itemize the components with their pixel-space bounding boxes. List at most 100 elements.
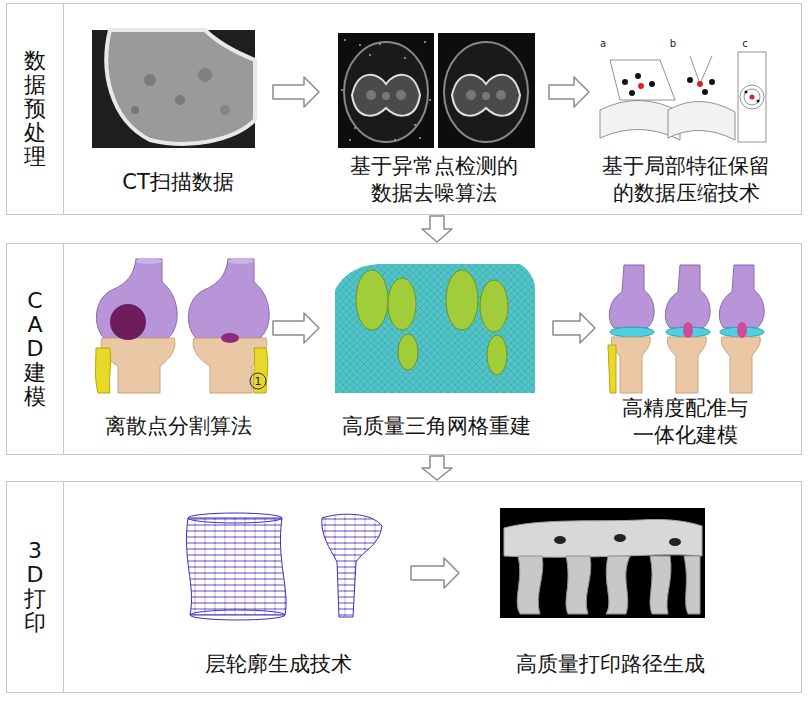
knee-model-part (193, 338, 267, 393)
stage-title: 数据预处理 (24, 49, 46, 170)
stage-panel: 3D打印层轮廓生成技术 高质量打印路径生成 (6, 481, 802, 693)
ct-scan-image-part (131, 106, 139, 114)
block-arrow (422, 456, 452, 480)
compression-sketch-part (610, 60, 675, 100)
noisy-ct-slice (338, 33, 434, 148)
stage-title: CAD建模 (24, 289, 46, 410)
knee-model-part (136, 258, 162, 264)
step-caption: 基于异常点检测的 数据去噪算法 (345, 153, 524, 208)
ct-scan-image-part (92, 30, 255, 148)
triangle-mesh-part (335, 264, 535, 393)
compression-sketch-part (744, 89, 760, 105)
noisy-ct-slice-part (354, 127, 356, 129)
block-arrow (553, 313, 595, 343)
ct-scan-image-part (198, 68, 212, 82)
compression-sketch-part (649, 81, 655, 87)
noisy-ct-slice-part (404, 57, 406, 59)
noisy-ct-slice-part (394, 139, 396, 141)
registered-knee-part (719, 265, 764, 328)
step-caption: 高精度配准与 一体化建模 (617, 395, 754, 450)
printed-scaffold-part (554, 536, 566, 544)
triangle-mesh-part (480, 280, 508, 332)
step-caption: 高质量三角网格重建 (322, 413, 550, 440)
printed-scaffold-part (504, 519, 702, 557)
registered-knee-part (611, 337, 650, 393)
process-step: CT扫描数据 (86, 17, 270, 200)
ct-scan-image-part (144, 74, 156, 86)
noisy-ct-slice-part (352, 75, 420, 116)
registered-knee (608, 265, 654, 393)
registered-knee (719, 265, 764, 393)
registered-knee-part (610, 327, 654, 337)
printed-scaffold-part (606, 556, 630, 614)
denoised-ct-slice-part (438, 33, 535, 148)
ct-scan-image-part (175, 95, 185, 105)
process-step: 高精度配准与 一体化建模 (598, 253, 772, 454)
compression-sketch-part (635, 73, 641, 79)
registered-knee-part (737, 322, 747, 338)
stage-title: 3D打印 (24, 539, 46, 636)
triangle-mesh-part (446, 270, 478, 330)
figure-label: a (600, 39, 606, 49)
step-caption: 基于局部特征保留 的数据压缩技术 (597, 153, 776, 208)
knee-model (96, 258, 178, 393)
denoised-ct-slice-part-part (452, 75, 520, 116)
compression-sketch-part (745, 91, 748, 94)
stage-panel: CAD建模离散点分割算法 高质量三角网格重建 高精度配准与 一体化建模 (6, 243, 802, 455)
compression-sketch-part (690, 56, 712, 84)
compression-sketch-part (697, 81, 703, 87)
layer-contours-part (186, 518, 286, 615)
denoised-ct-slice-part-part (496, 90, 506, 100)
layer-contours-part (190, 610, 285, 620)
registered-knee-part (665, 265, 710, 328)
ct-scan-image-part (106, 30, 255, 144)
printed-scaffold-part (650, 556, 671, 614)
block-arrow (549, 77, 589, 107)
noisy-ct-slice-part (349, 139, 351, 141)
knee-model-part (188, 259, 269, 338)
knee-model-part (250, 373, 266, 389)
step-caption: 高质量打印路径生成 (462, 651, 758, 678)
compression-sketch-part (750, 95, 755, 100)
compression-sketch-part (709, 79, 715, 85)
compression-sketch-part (687, 77, 693, 83)
registered-knee-part (609, 265, 654, 328)
noisy-ct-slice-part (419, 137, 421, 139)
registered-knee (665, 265, 710, 393)
printed-scaffold-part (566, 556, 591, 614)
knee-model-part (228, 258, 254, 264)
ct-scan-image-part (220, 105, 230, 115)
process-step: 基于局部特征保留 的数据压缩技术 (592, 17, 780, 212)
triangle-mesh-part (487, 335, 507, 375)
registered-knee-part (683, 322, 693, 338)
compression-sketch-part (638, 83, 644, 89)
figure-label: 1 (255, 376, 262, 387)
process-step: 高质量打印路径生成 (462, 501, 758, 682)
printed-scaffold-part (614, 534, 626, 542)
noisy-ct-slice-part-part (382, 92, 390, 100)
knee-model-part (221, 333, 239, 343)
noisy-ct-slice-part (379, 43, 381, 45)
noisy-ct-slice-part (359, 44, 361, 46)
noisy-ct-slice-part (341, 89, 343, 91)
compression-sketch-part (668, 101, 735, 140)
noisy-ct-slice-part (429, 99, 431, 101)
noisy-ct-slice-part (414, 124, 416, 126)
step-caption: CT扫描数据 (86, 169, 270, 196)
process-step: 层轮廓生成技术 (148, 501, 408, 682)
step-caption: 层轮廓生成技术 (148, 651, 408, 678)
printed-scaffold-part (500, 508, 705, 618)
figure-label: c (742, 39, 748, 49)
noisy-ct-slice-part (344, 42, 428, 142)
noisy-ct-slice-part (344, 39, 346, 41)
block-arrow (273, 313, 319, 343)
noisy-ct-slice-part-part (396, 90, 406, 100)
process-step: 离散点分割算法 (86, 253, 270, 444)
layer-contours (186, 513, 382, 620)
step-caption: 离散点分割算法 (86, 413, 270, 440)
stage-panel: 数据预处理 CT扫描数据 基于异常点检测的 数据去噪算法 基于局部特征保留 的数据压缩… (6, 3, 802, 215)
stage-column: CAD建模 (7, 244, 64, 454)
registered-knee-part (721, 337, 760, 393)
